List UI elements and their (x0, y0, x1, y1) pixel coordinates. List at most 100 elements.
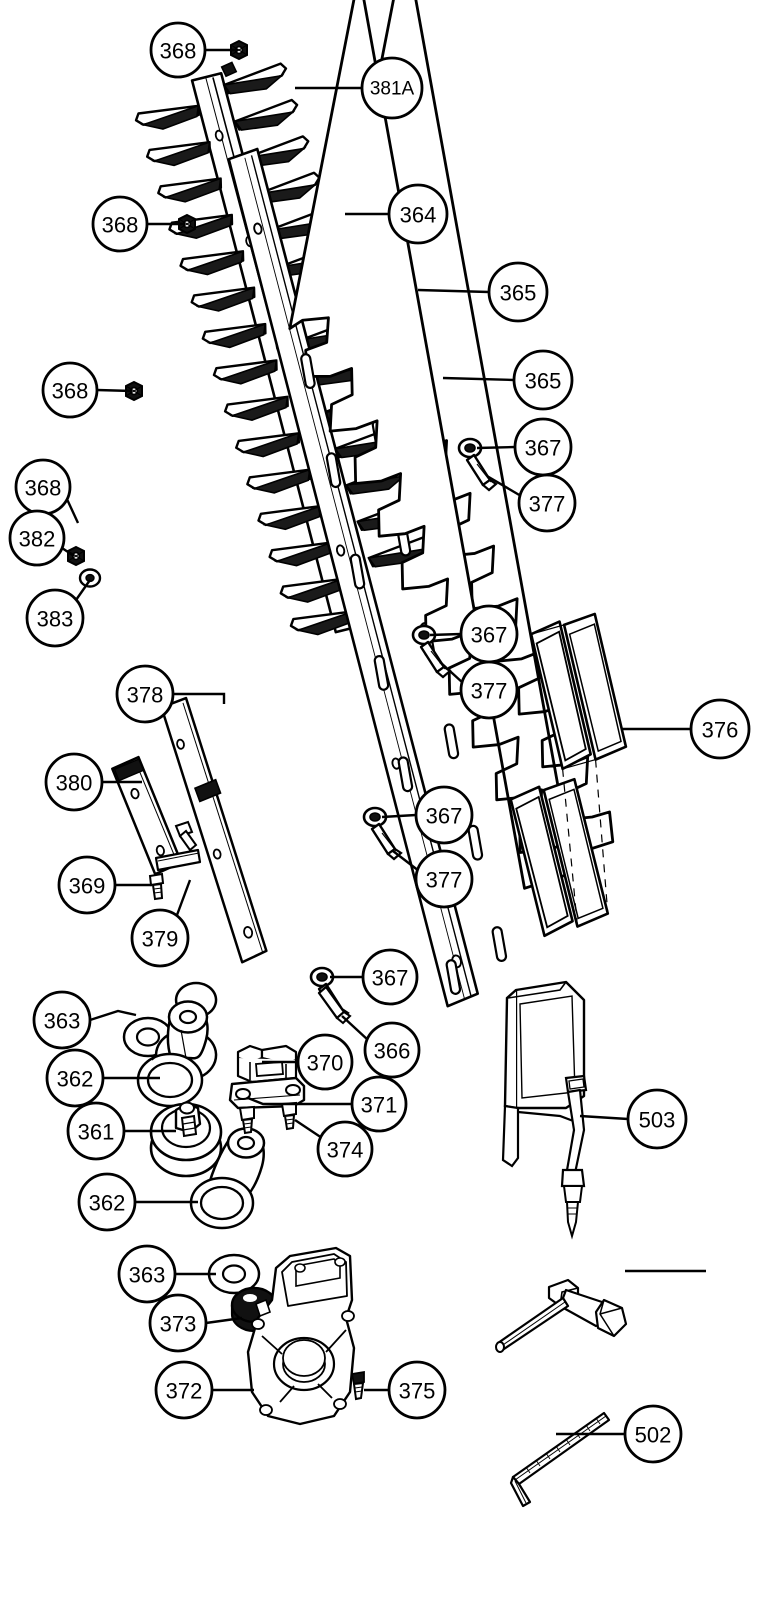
callout-bubble-368[interactable]: 368 (91, 195, 149, 253)
callout-leader-503 (579, 1114, 629, 1121)
callout-bubble-502[interactable]: 502 (623, 1404, 683, 1464)
callout-label: 380 (56, 771, 93, 796)
callout-label: 373 (160, 1312, 197, 1337)
callout-label: 367 (426, 804, 463, 829)
callout-label: 363 (44, 1009, 81, 1034)
callout-bubble-377[interactable]: 377 (459, 660, 519, 720)
callout-label: 362 (57, 1067, 94, 1092)
callout-bubble-370[interactable]: 370 (296, 1033, 354, 1091)
callout-label: 372 (166, 1379, 203, 1404)
callout-label: 381A (370, 79, 415, 100)
callout-label: 375 (399, 1379, 436, 1404)
callout-circle (77, 1172, 137, 1232)
gear-housing-372 (246, 1246, 356, 1426)
callout-bubble-377[interactable]: 377 (517, 473, 577, 533)
callout-circle (44, 752, 104, 812)
callout-bubble-376[interactable]: 376 (689, 698, 751, 760)
callout-bubble-364[interactable]: 364 (387, 183, 449, 245)
callout-bubble-377[interactable]: 377 (414, 849, 474, 909)
callout-bubble-367[interactable]: 367 (414, 785, 474, 845)
callout-circle (623, 1404, 683, 1464)
callout-bubble-362[interactable]: 362 (45, 1048, 105, 1108)
callout-label: 377 (426, 868, 463, 893)
drive-link-362-top (136, 981, 218, 1108)
callout-label: 374 (327, 1138, 364, 1163)
callout-bubble-369[interactable]: 369 (57, 855, 117, 915)
callout-bubble-365[interactable]: 365 (512, 349, 574, 411)
callout-circle (66, 1101, 126, 1161)
clamp-screw-374-a (238, 1105, 255, 1135)
callout-bubble-368[interactable]: 368 (41, 361, 99, 419)
screw-369 (148, 872, 165, 901)
callout-bubble-367[interactable]: 367 (361, 948, 419, 1006)
callout-circle (316, 1120, 374, 1178)
callout-bubble-367[interactable]: 367 (459, 604, 519, 664)
callout-label: 369 (69, 874, 106, 899)
callout-label: 364 (400, 203, 437, 228)
callout-bubble-373[interactable]: 373 (148, 1293, 208, 1353)
callout-label: 377 (529, 492, 566, 517)
callout-circle (626, 1088, 688, 1150)
washer-363-bottom (207, 1253, 261, 1295)
callout-label: 370 (307, 1051, 344, 1076)
callout-label: 378 (127, 683, 164, 708)
callout-circle (45, 1048, 105, 1108)
callout-bubble-365[interactable]: 365 (487, 261, 549, 323)
shoulder-harness-503 (501, 980, 588, 1240)
callout-leader-371 (247, 1096, 352, 1106)
callout-leader-368 (64, 496, 80, 524)
callout-circle (149, 21, 207, 79)
callout-bubble-362[interactable]: 362 (77, 1172, 137, 1232)
callout-circle (387, 183, 449, 245)
callout-bubble-371[interactable]: 371 (350, 1075, 408, 1133)
callout-circle (512, 349, 574, 411)
callout-label: 366 (374, 1039, 411, 1064)
callout-label: 371 (361, 1093, 398, 1118)
crank-gear-361 (149, 1101, 223, 1178)
callout-leader-383 (75, 579, 91, 601)
callout-circle (361, 948, 419, 1006)
callout-bubble-363[interactable]: 363 (32, 990, 92, 1050)
callout-circle (41, 361, 99, 419)
callout-circle (91, 195, 149, 253)
hex-key-502 (509, 1411, 611, 1508)
callout-bubble-374[interactable]: 374 (316, 1120, 374, 1178)
callout-bubble-381A[interactable]: 381A (360, 56, 424, 120)
housing-screw-375 (350, 1370, 365, 1401)
callout-bubble-379[interactable]: 379 (130, 908, 190, 968)
callout-label: 376 (702, 718, 739, 743)
clamp-bracket-370 (236, 1044, 298, 1084)
callout-circle (517, 473, 577, 533)
callout-bubble-383[interactable]: 383 (25, 588, 85, 648)
callout-label: 379 (142, 927, 179, 952)
pin-379b (174, 820, 198, 852)
callout-label: 368 (52, 379, 89, 404)
callout-leader-365 (417, 288, 490, 294)
callout-bubble-372[interactable]: 372 (154, 1360, 214, 1420)
callout-bubble-366[interactable]: 366 (363, 1021, 421, 1079)
callout-bubble-368[interactable]: 368 (149, 21, 207, 79)
callout-label: 361 (78, 1120, 115, 1145)
callout-label: 362 (89, 1191, 126, 1216)
callout-circle (363, 1021, 421, 1079)
callout-circle (130, 908, 190, 968)
support-plate-378 (160, 696, 268, 964)
callout-bubble-375[interactable]: 375 (387, 1360, 447, 1420)
callout-bubble-503[interactable]: 503 (626, 1088, 688, 1150)
callout-leader-367 (476, 445, 516, 450)
callout-bubble-380[interactable]: 380 (44, 752, 104, 812)
callout-bubble-363[interactable]: 363 (117, 1244, 177, 1304)
callout-label: 367 (471, 623, 508, 648)
callout-bubble-367[interactable]: 367 (513, 417, 573, 477)
callout-bubble-361[interactable]: 361 (66, 1101, 126, 1161)
callout-leader-367 (429, 632, 462, 637)
callout-bubble-368[interactable]: 368 (14, 458, 72, 516)
callout-bubble-378[interactable]: 378 (115, 664, 175, 724)
callout-leader-363 (89, 1009, 137, 1022)
callout-bubble-382[interactable]: 382 (8, 509, 66, 567)
t-handle-wrench (495, 1278, 628, 1353)
callout-circle (414, 785, 474, 845)
